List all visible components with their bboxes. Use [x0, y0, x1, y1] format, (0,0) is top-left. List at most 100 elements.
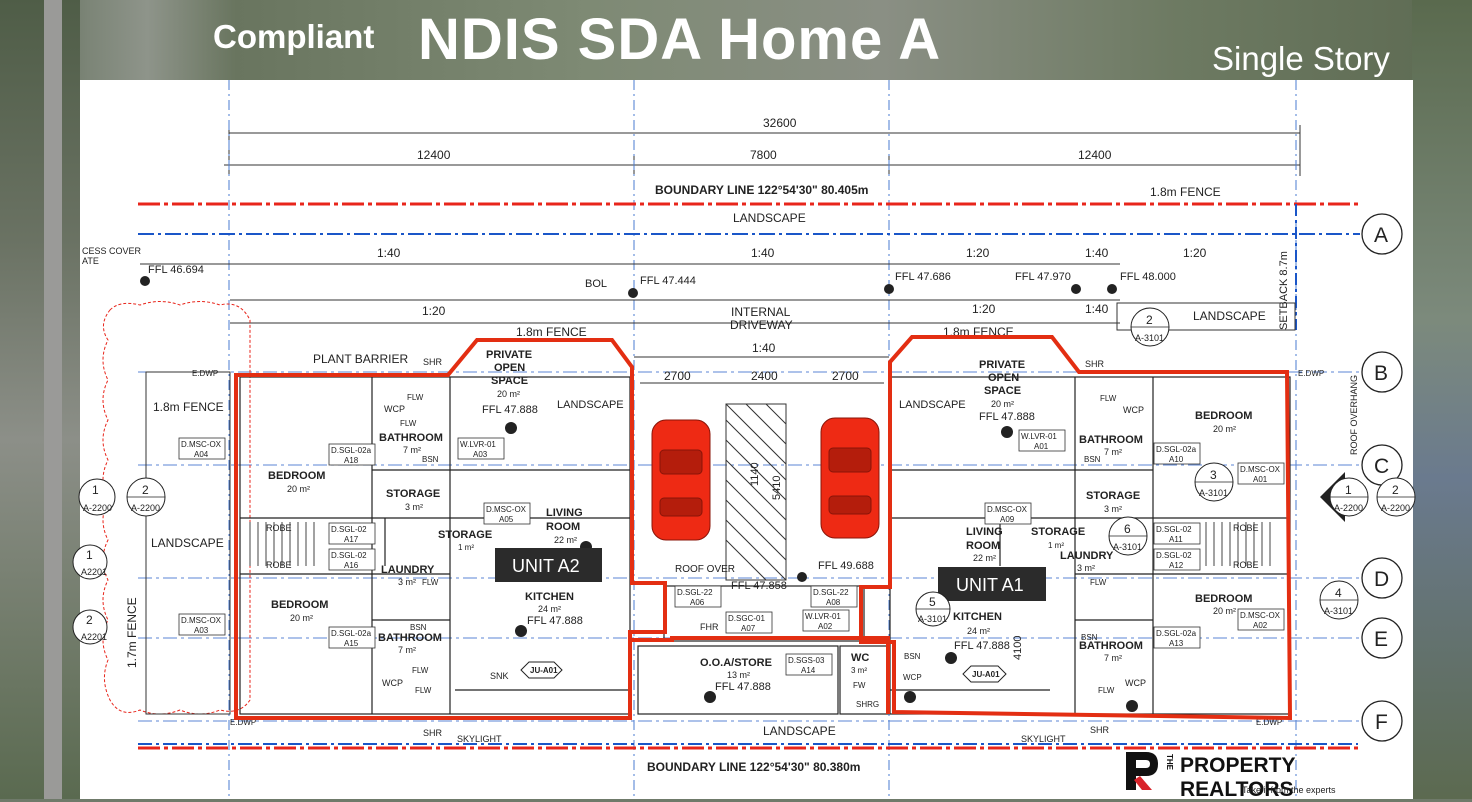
shr-label-4: SHR	[1090, 725, 1110, 735]
ffl-48000: FFL 48.000	[1120, 271, 1176, 283]
boundary-bottom-label: BOUNDARY LINE 122°54'30" 80.380m	[647, 760, 860, 774]
elev-right-1-ref: A-2200	[1334, 503, 1363, 513]
unit-a1-outline	[859, 335, 1293, 721]
driveway-label: DRIVEWAY	[730, 318, 793, 332]
elev-left-1-num: 2	[142, 483, 149, 497]
a1-bathroom2: BATHROOM	[1079, 640, 1143, 652]
elev-left-4-num: 2	[86, 613, 93, 627]
grade-2: 1:40	[751, 246, 775, 260]
logo-name: PROPERTY REALTORS	[1180, 754, 1296, 801]
a2-wcp2: WCP	[382, 678, 403, 688]
a1-flw2: FLW	[1100, 394, 1117, 403]
callout-3-ref: A-3101	[1199, 488, 1228, 498]
internal-label: INTERNAL	[731, 305, 791, 319]
ffl-47970: FFL 47.970	[1015, 271, 1071, 283]
a2-robe2: ROBE	[266, 560, 292, 570]
unit-a1-label: UNIT A1	[956, 575, 1024, 595]
a1-flw3: FLW	[1098, 686, 1115, 695]
grid-f: F	[1375, 711, 1388, 734]
grade-4: 1:40	[1085, 246, 1109, 260]
a2-snk: SNK	[490, 671, 509, 681]
a2-bed2-area: 20 m²	[290, 613, 313, 623]
callout-dividers	[916, 326, 1358, 610]
wc-label: WC	[851, 652, 869, 664]
g-tag-9: D.SGS-03	[788, 656, 825, 665]
a1-storage: STORAGE	[1086, 490, 1140, 502]
a2-flw5: FLW	[415, 686, 432, 695]
a2-bsn2: BSN	[410, 623, 427, 632]
a2-flw3: FLW	[422, 578, 439, 587]
a2-bath-area: 7 m²	[403, 445, 421, 455]
a2-bathroom2: BATHROOM	[378, 632, 442, 644]
elev-bubble-left-3	[72, 544, 108, 580]
a1-room: ROOM	[966, 540, 1000, 552]
access-cover-label: CESS COVER	[82, 246, 142, 256]
g-tag-3: D.SGC-01	[728, 614, 765, 623]
a2-tag-6: A03	[473, 450, 488, 459]
elev-left-2-num: 1	[92, 483, 99, 497]
a2-storage2-area: 1 m²	[458, 543, 474, 552]
callout-6-ref: A-3101	[1113, 542, 1142, 552]
a1-landscape: LANDSCAPE	[899, 399, 966, 411]
callout-2-ref: A-3101	[1135, 333, 1164, 343]
grid-b: B	[1374, 362, 1388, 385]
a1-storage2: STORAGE	[1031, 526, 1085, 538]
driveway-hatch	[725, 403, 787, 581]
a2-robe1: ROBE	[266, 523, 292, 533]
oo-store-area: 13 m²	[727, 670, 750, 680]
a2-storage-area: 3 m²	[405, 502, 423, 512]
a1-wcp-kitchen: WCP	[903, 673, 922, 682]
a2-bed-area: 20 m²	[287, 484, 310, 494]
floor-plan-sheet	[80, 80, 1413, 799]
a2-flw1: FLW	[407, 393, 424, 402]
ramp-level-marker	[797, 572, 807, 582]
edwp-1: E.DWP	[192, 369, 218, 378]
g-tag-1: D.SGL-22	[677, 588, 713, 597]
g-tag-4: A07	[741, 624, 756, 633]
a1-ju: JU-A01	[972, 670, 1000, 679]
a2-kitchen-area: 24 m²	[538, 604, 561, 614]
a1-living-area: 22 m²	[973, 553, 996, 563]
a2-tag-10: A17	[344, 535, 359, 544]
dim-1140: 1140	[749, 462, 761, 486]
g-tag-8: A02	[818, 622, 833, 631]
elev-left-4-ref: A2201	[81, 632, 107, 642]
a1-bsn2: BSN	[1084, 455, 1101, 464]
a1-wcp2: WCP	[1125, 678, 1146, 688]
elev-bubble-left-2	[78, 478, 116, 516]
shrg-label: SHRG	[856, 700, 879, 709]
callout-6-num: 6	[1124, 522, 1131, 536]
car-right-icon	[820, 417, 880, 539]
dim-right: 12400	[1078, 148, 1112, 162]
g-tag-2: A06	[690, 598, 705, 607]
grid-bubbles	[1361, 213, 1403, 742]
a1-ju-marker	[962, 665, 1007, 683]
a2-storage: STORAGE	[386, 488, 440, 500]
company-logo: THE PROPERTY REALTORS Take it from the e…	[1122, 748, 1412, 801]
a2-laundry: LAUNDRY	[381, 564, 435, 576]
fence-top-label: 1.8m FENCE	[1150, 185, 1221, 199]
callout-5-ref: A-3101	[918, 614, 947, 624]
driveway-grade: 1:40	[752, 341, 776, 355]
fence-left-unit: 1.8m FENCE	[516, 325, 587, 339]
dim-mid: 7800	[750, 148, 777, 162]
g-tag-10: A14	[801, 666, 816, 675]
a1-po-ffl: FFL 47.888	[979, 411, 1035, 423]
callout-5-num: 5	[929, 595, 936, 609]
compliant-label: Compliant	[213, 18, 375, 55]
g-tag-6: A08	[826, 598, 841, 607]
dim-2700b: 2700	[832, 369, 859, 383]
grade-5: 1:20	[1183, 246, 1207, 260]
a1-laundry-area: 3 m²	[1077, 563, 1095, 573]
a1-private: PRIVATE	[979, 359, 1025, 371]
a2-tag-5: W.LVR-01	[460, 440, 496, 449]
a1-kitchen-area: 24 m²	[967, 626, 990, 636]
a2-tag-13: D.SGL-02a	[331, 629, 372, 638]
a1-tag-4: A10	[1169, 455, 1184, 464]
a1-bath-area: 7 m²	[1104, 447, 1122, 457]
elev-right-2-ref: A-2200	[1381, 503, 1410, 513]
ffl-ramp: FFL 49.688	[818, 560, 874, 572]
edwp-2: E.DWP	[1298, 369, 1324, 378]
